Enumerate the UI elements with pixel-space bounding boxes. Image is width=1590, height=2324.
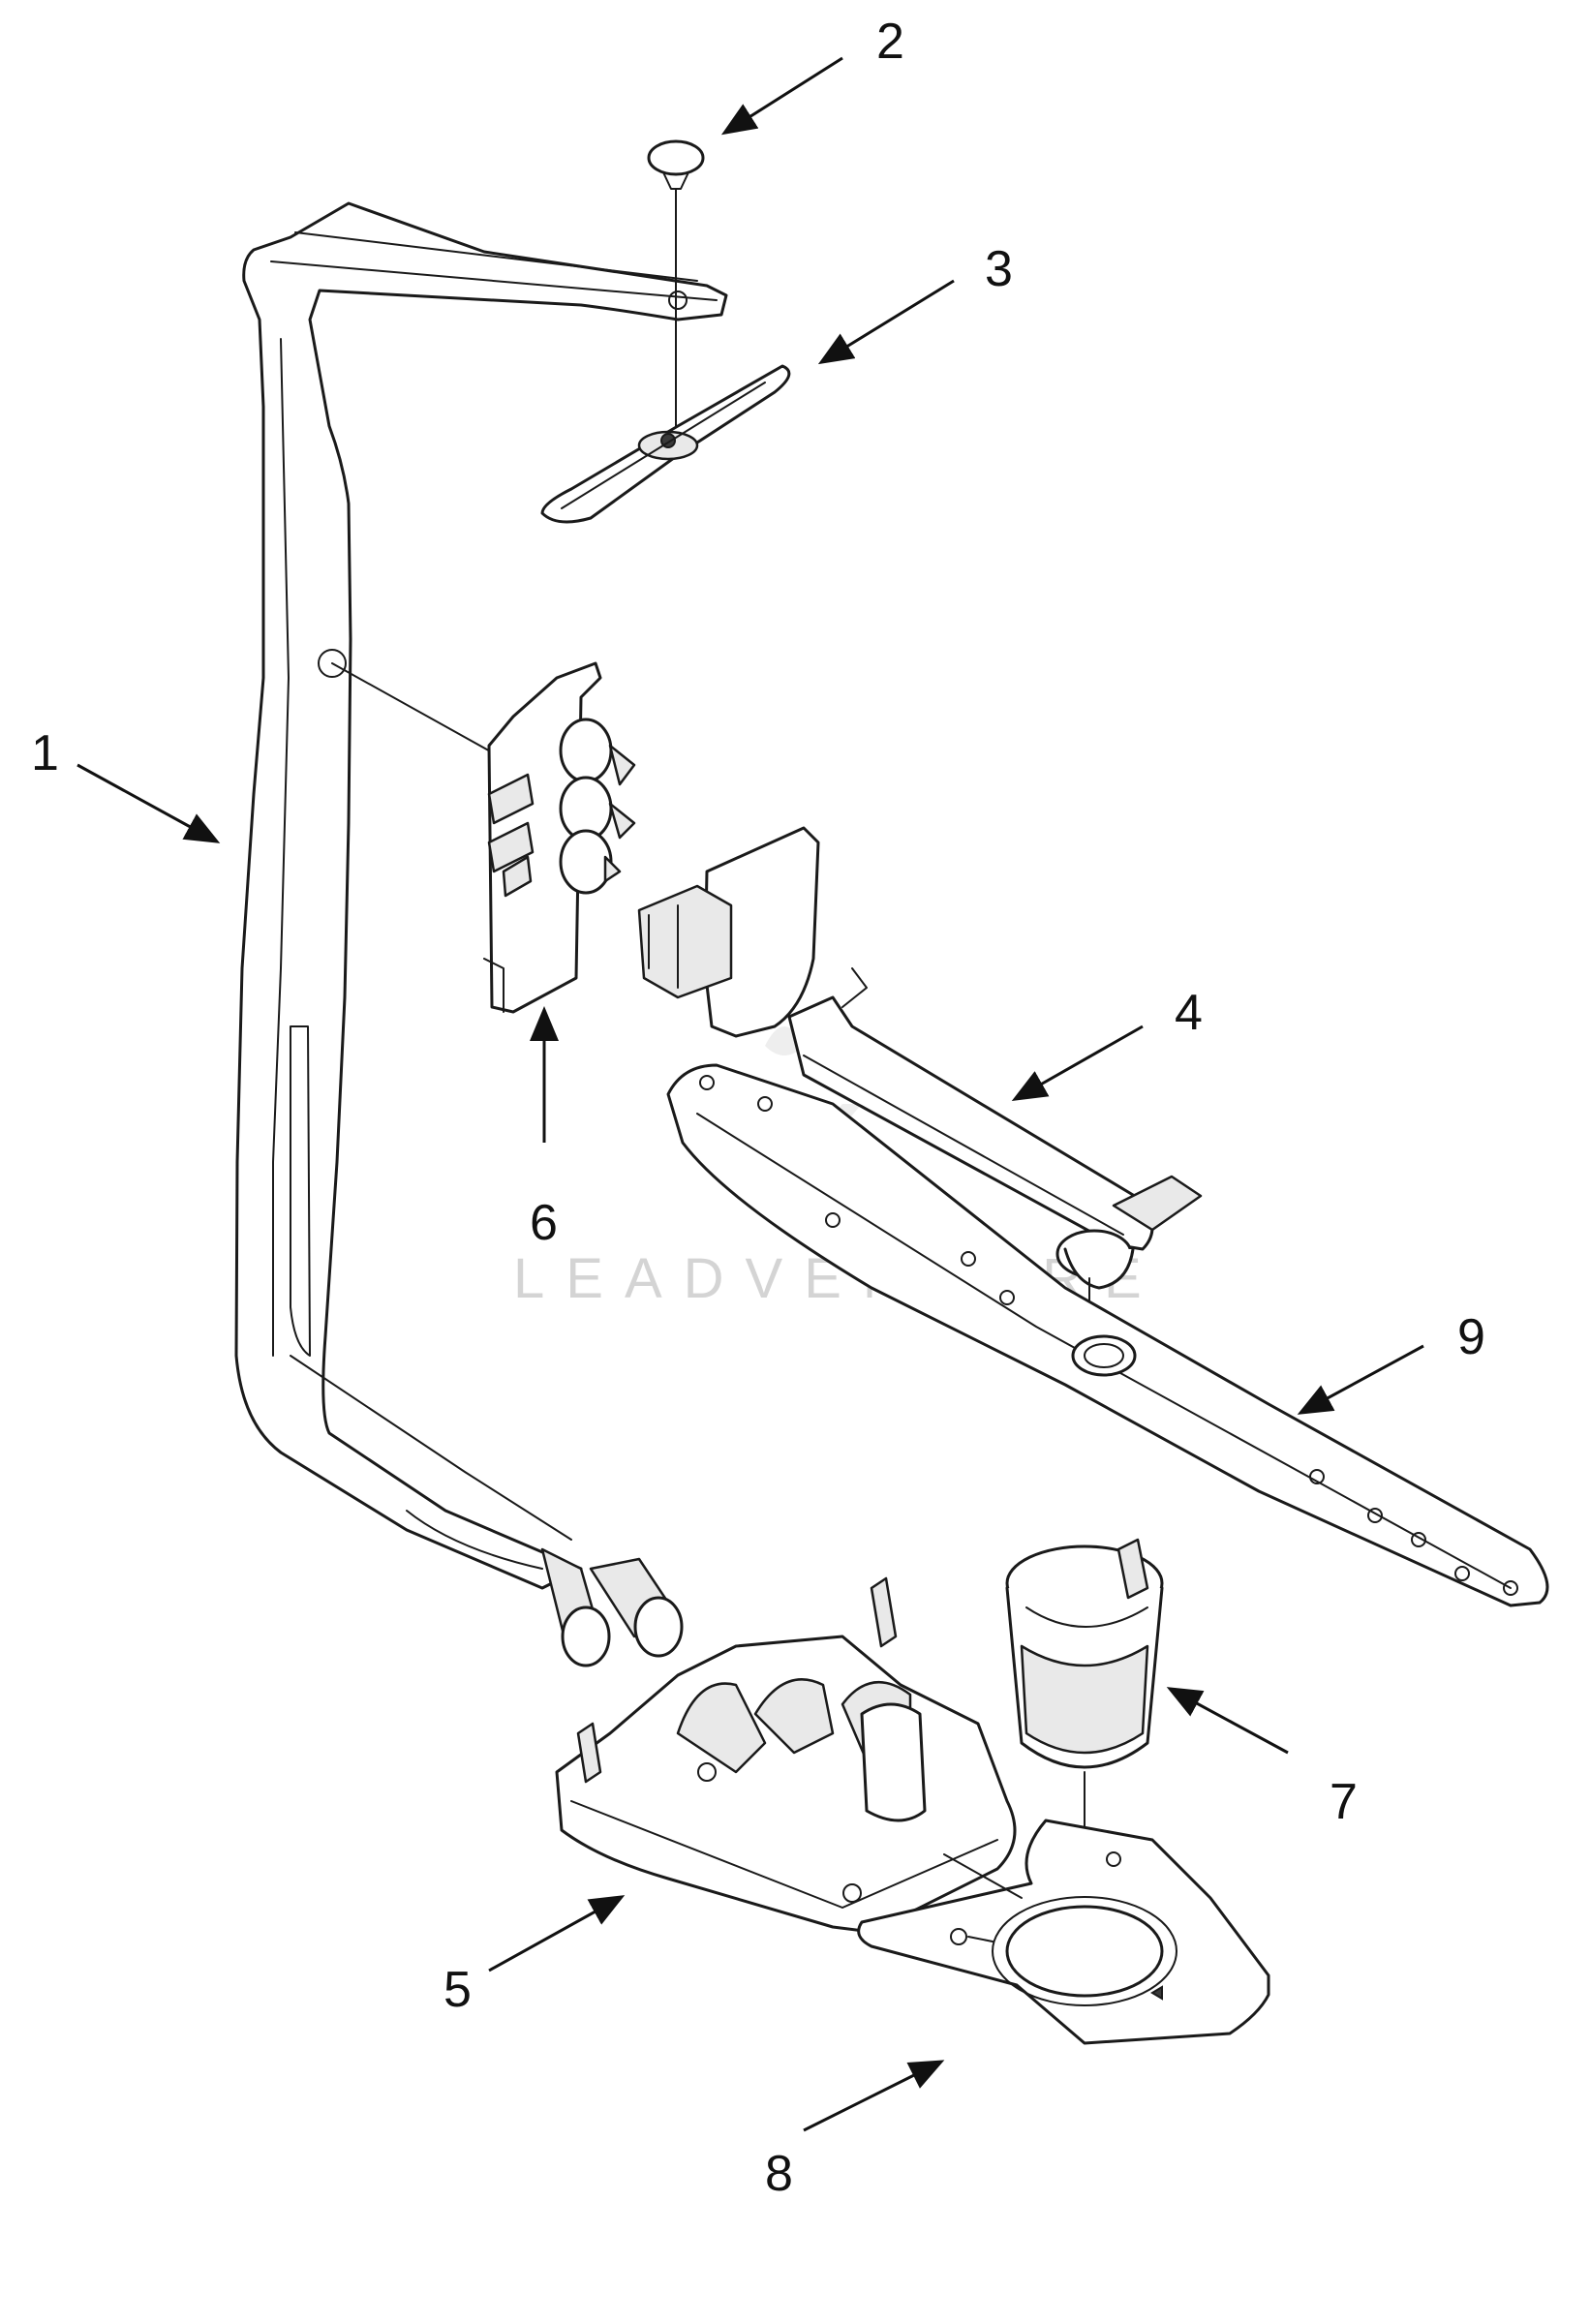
callout-1: 1 (31, 725, 59, 781)
callouts: 1 2 3 4 5 6 7 8 9 (31, 14, 1485, 2202)
callout-8: 8 (765, 2146, 793, 2202)
callout-9: 9 (1457, 1309, 1485, 1365)
part-7-filter (1005, 1538, 1164, 1986)
part-5-sump-base (555, 1576, 1017, 1934)
leader-4 (1011, 1024, 1144, 1101)
part-1-supply-duct (234, 201, 728, 1667)
callout-2: 2 (876, 14, 904, 70)
leader-8 (803, 2060, 945, 2132)
part-6-bracket-assembly (331, 661, 636, 1014)
leader-5 (488, 1895, 626, 1972)
callout-5: 5 (443, 1962, 472, 2018)
leader-lines (76, 56, 1424, 2132)
leader-2 (720, 56, 843, 136)
part-9-lower-spray-arm (666, 1063, 1549, 1607)
part-8-filter-plate (857, 1819, 1270, 2045)
callout-6: 6 (530, 1195, 558, 1251)
leader-1 (76, 763, 221, 843)
spray-holes (699, 1075, 1518, 1596)
leader-9 (1297, 1344, 1424, 1415)
leader-7 (1166, 1687, 1289, 1755)
callout-7: 7 (1330, 1774, 1358, 1830)
leader-3 (817, 279, 955, 365)
callout-3: 3 (985, 241, 1013, 297)
callout-4: 4 (1175, 985, 1203, 1041)
duct-hose-outlets (540, 1547, 684, 1667)
part-2-cap (647, 139, 705, 432)
part-3-upper-spray-arm (540, 364, 791, 524)
part-4-supply-manifold (637, 826, 1203, 1318)
